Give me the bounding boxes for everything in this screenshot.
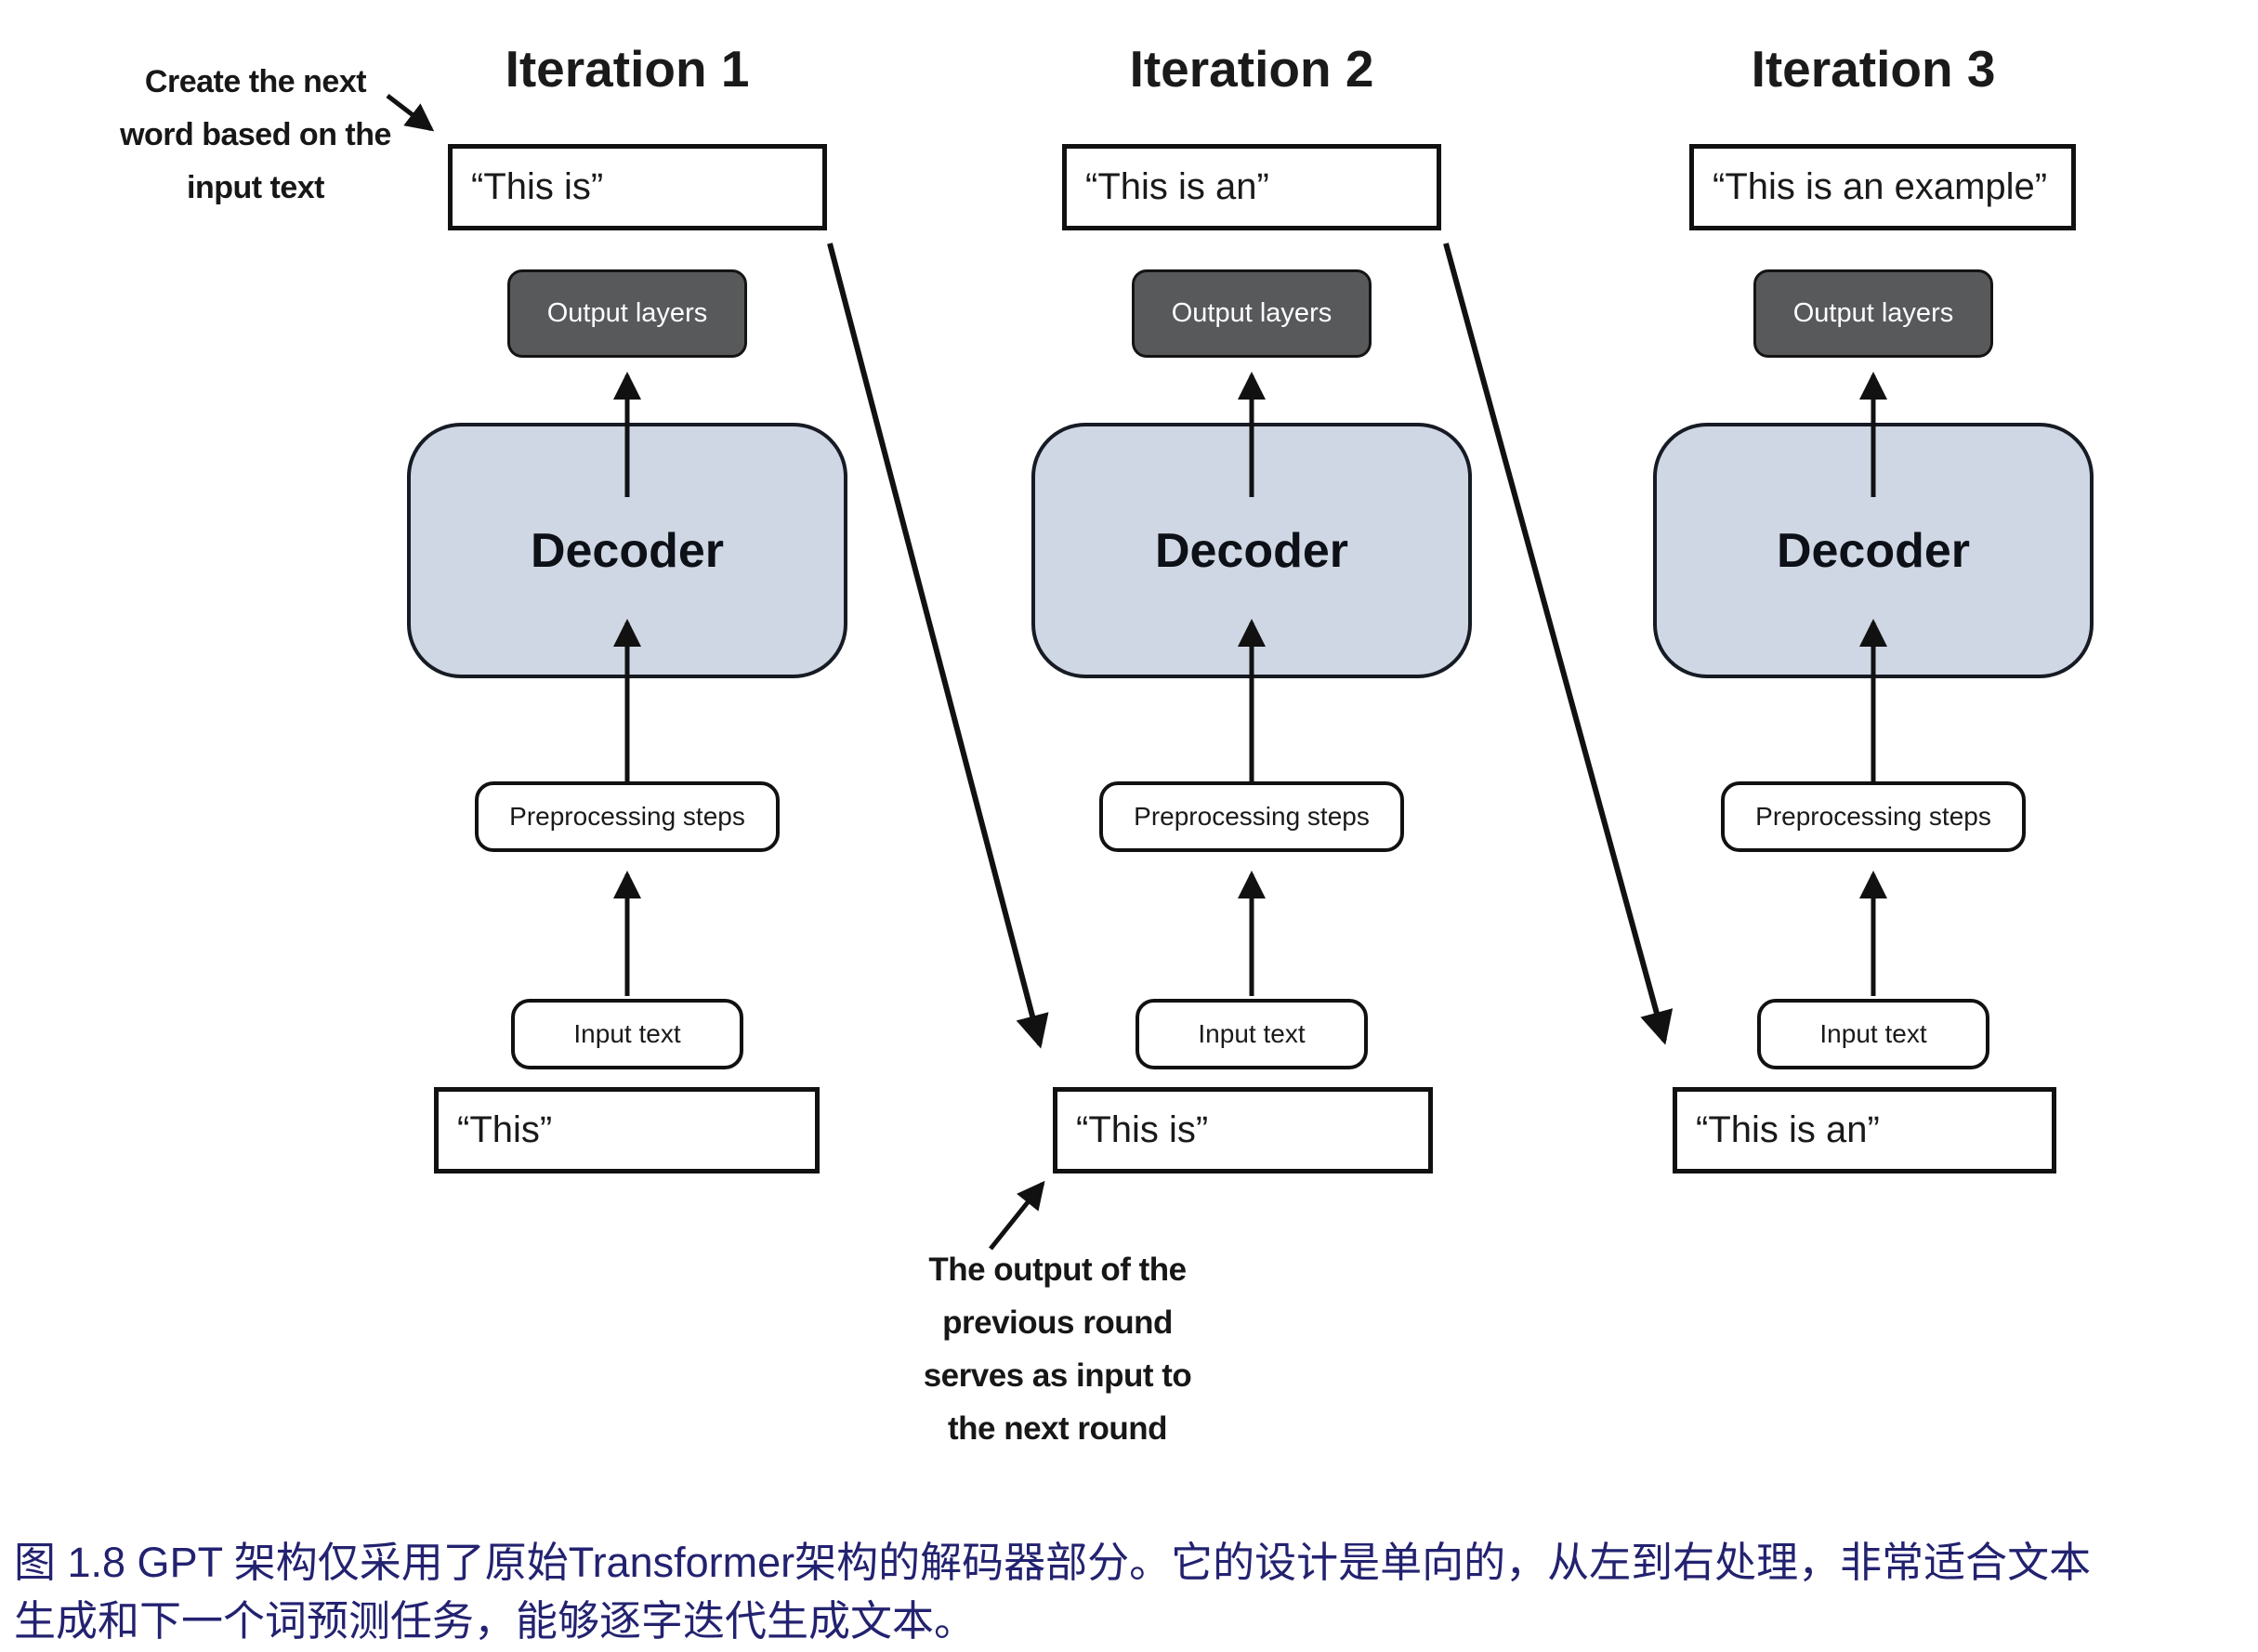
input-string-box-iteration-2: “This is” — [1053, 1087, 1433, 1173]
decoder-label: Decoder — [1154, 523, 1349, 578]
decoder-label: Decoder — [530, 523, 725, 578]
annotation-create-next-word: Create the next word based on the input … — [88, 56, 423, 215]
output-layers-label: Output layers — [546, 298, 708, 328]
iteration-3-title: Iteration 3 — [1751, 40, 1996, 98]
output-text: “This is an example” — [1713, 166, 2048, 207]
input-text-pill-iteration-2: Input text — [1136, 999, 1368, 1069]
annotation-output-serves-as-input: The output of the previous round serves … — [872, 1243, 1243, 1455]
annotation-line: previous round — [942, 1305, 1173, 1341]
input-text-pill-iteration-3: Input text — [1757, 999, 1989, 1069]
input-text-pill-iteration-1: Input text — [511, 999, 743, 1069]
output-layers-box-iteration-3: Output layers — [1753, 269, 1993, 358]
caption-line-2: 生成和下一个词预测任务，能够逐字迭代生成文本。 — [14, 1597, 977, 1645]
input-string: “This” — [457, 1109, 553, 1150]
input-string: “This is” — [1076, 1109, 1209, 1150]
caption-line-1: 图 1.8 GPT 架构仅采用了原始Transformer架构的解码器部分。它的… — [14, 1539, 2092, 1586]
output-text: “This is” — [471, 166, 604, 207]
decoder-box-iteration-1: Decoder — [407, 423, 847, 678]
decoder-box-iteration-3: Decoder — [1653, 423, 2094, 678]
preprocessing-box-iteration-2: Preprocessing steps — [1099, 781, 1404, 852]
output-layers-label: Output layers — [1171, 298, 1332, 328]
annotation-line: the next round — [947, 1410, 1168, 1447]
output-text-box-iteration-3: “This is an example” — [1689, 144, 2076, 230]
output-text-box-iteration-2: “This is an” — [1062, 144, 1441, 230]
preprocessing-label: Preprocessing steps — [1755, 802, 1991, 831]
annotation-line: The output of the — [928, 1252, 1187, 1288]
preprocessing-box-iteration-1: Preprocessing steps — [475, 781, 780, 852]
iteration-1-title: Iteration 1 — [505, 40, 750, 98]
input-text-label: Input text — [573, 1019, 681, 1048]
input-string-box-iteration-1: “This” — [434, 1087, 820, 1173]
output-layers-box-iteration-1: Output layers — [507, 269, 747, 358]
decoder-box-iteration-2: Decoder — [1031, 423, 1472, 678]
input-text-label: Input text — [1819, 1019, 1927, 1048]
output-layers-box-iteration-2: Output layers — [1132, 269, 1372, 358]
output-text: “This is an” — [1085, 166, 1269, 207]
output-layers-label: Output layers — [1792, 298, 1954, 328]
input-string: “This is an” — [1696, 1109, 1880, 1150]
decoder-label: Decoder — [1776, 523, 1971, 578]
annotation-line: word based on the — [120, 117, 391, 152]
preprocessing-label: Preprocessing steps — [509, 802, 745, 831]
preprocessing-label: Preprocessing steps — [1134, 802, 1370, 831]
annotation-line: Create the next — [144, 64, 367, 99]
input-text-label: Input text — [1198, 1019, 1306, 1048]
figure-caption: 图 1.8 GPT 架构仅采用了原始Transformer架构的解码器部分。它的… — [14, 1533, 2248, 1650]
output-text-box-iteration-1: “This is” — [448, 144, 827, 230]
iteration-2-title: Iteration 2 — [1129, 40, 1374, 98]
annotation-line: input text — [187, 170, 324, 205]
input-string-box-iteration-3: “This is an” — [1673, 1087, 2056, 1173]
annotation-line: serves as input to — [923, 1357, 1192, 1394]
preprocessing-box-iteration-3: Preprocessing steps — [1721, 781, 2026, 852]
